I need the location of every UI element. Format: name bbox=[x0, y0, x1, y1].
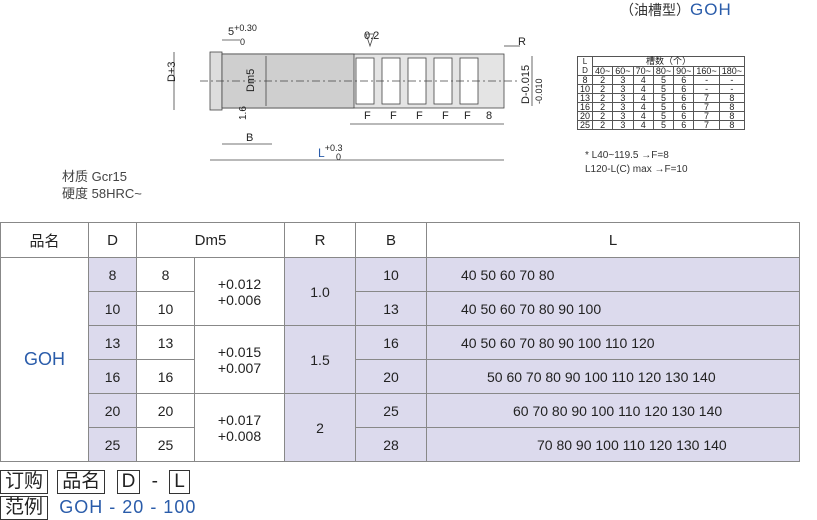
cell-l: 40 50 60 70 80 90 100 bbox=[426, 291, 800, 326]
cell-b: 25 bbox=[355, 393, 427, 428]
table-row: 20 20 +0.017+0.008 2 25 60 70 80 90 100 … bbox=[1, 393, 800, 462]
spec-header-row: 品名 D Dm5 R B L bbox=[0, 222, 800, 258]
dm5-tolerance: +0.015+0.007 bbox=[194, 325, 285, 394]
cell-r: 1.5 bbox=[284, 325, 356, 394]
product-code: GOH bbox=[0, 257, 89, 462]
order-example: 范例 GOH - 20 - 100 bbox=[0, 496, 196, 520]
cell-dm5: 16 bbox=[136, 359, 195, 394]
dim-5-label: 5+0.30 bbox=[228, 23, 257, 38]
cell-r: 1.0 bbox=[284, 257, 356, 326]
type-label: （油槽型） bbox=[620, 2, 690, 18]
header-b: B bbox=[355, 222, 427, 258]
order-format: 订购 品名 D - L bbox=[0, 470, 190, 494]
part-drawing bbox=[173, 33, 533, 161]
f-label-3: F bbox=[416, 110, 423, 122]
cell-b: 16 bbox=[355, 325, 427, 360]
note-line-2: L120-L(C) max →F=10 bbox=[585, 164, 688, 175]
type-title: （油槽型）GOH bbox=[620, 0, 732, 20]
dim-b-label: B bbox=[246, 132, 254, 144]
cell-d: 8 bbox=[88, 257, 137, 292]
type-code: GOH bbox=[690, 0, 732, 19]
dim-l-tol-lower: 0 bbox=[336, 152, 342, 162]
hardness-line: 硬度 58HRC~ bbox=[62, 186, 142, 201]
order-box-product: 品名 bbox=[57, 470, 106, 494]
cell-b: 10 bbox=[355, 257, 427, 292]
dim-r-label: R bbox=[518, 36, 526, 48]
f-label-5: F bbox=[464, 110, 471, 122]
dim-8-label: 8 bbox=[486, 110, 493, 122]
order-box-l: L bbox=[169, 470, 190, 494]
cell-dm5: 8 bbox=[136, 257, 195, 292]
table-row: 16 16 20 50 60 70 80 90 100 110 120 130 … bbox=[1, 359, 800, 394]
note-line-1: * L40~119.5 →F=8 bbox=[585, 150, 669, 161]
table-row: 13 13 +0.015+0.007 1.5 16 40 50 60 70 80… bbox=[1, 325, 800, 394]
cell-d: 25 bbox=[88, 427, 137, 462]
dim-16-label: 1.6 bbox=[238, 106, 249, 120]
dim-d-tol-label: D-0.015 bbox=[520, 64, 532, 104]
cell-d: 16 bbox=[88, 359, 137, 394]
cell-d: 20 bbox=[88, 393, 137, 428]
cell-l: 40 50 60 70 80 bbox=[426, 257, 800, 292]
cell-d: 13 bbox=[88, 325, 137, 360]
header-product: 品名 bbox=[0, 222, 89, 258]
dim-02-label: 0.2 bbox=[364, 30, 380, 42]
cell-r: 2 bbox=[284, 393, 356, 462]
table-row: 25 25 28 70 80 90 100 110 120 130 140 bbox=[1, 427, 800, 462]
surface-finish-mark bbox=[365, 33, 375, 48]
order-box-d: D bbox=[116, 470, 141, 494]
cell-dm5: 10 bbox=[136, 291, 195, 326]
cell-l: 40 50 60 70 80 90 100 110 120 bbox=[426, 325, 800, 360]
mini-title: 槽数（个） bbox=[592, 56, 745, 67]
f-label-1: F bbox=[364, 110, 371, 122]
header-r: R bbox=[284, 222, 356, 258]
dim-l-label: L+0.3 bbox=[318, 143, 343, 160]
order-label: 订购 bbox=[0, 470, 49, 494]
cell-dm5: 25 bbox=[136, 427, 195, 462]
dm5-tolerance: +0.017+0.008 bbox=[194, 393, 285, 462]
cell-b: 20 bbox=[355, 359, 427, 394]
f-label-2: F bbox=[390, 110, 397, 122]
example-label: 范例 bbox=[0, 496, 49, 520]
cell-b: 28 bbox=[355, 427, 427, 462]
dim-d-tol-upper: -0.010 bbox=[534, 78, 544, 104]
cell-l: 70 80 90 100 110 120 130 140 bbox=[426, 427, 800, 462]
dim-5-tol-lower: 0 bbox=[240, 37, 246, 47]
example-value: GOH - 20 - 100 bbox=[59, 497, 197, 517]
cell-b: 13 bbox=[355, 291, 427, 326]
table-row: GOH 8 8 +0.012+0.006 1.0 10 40 50 60 70 … bbox=[0, 257, 800, 462]
header-dm5: Dm5 bbox=[136, 222, 285, 258]
cell-l: 50 60 70 80 90 100 110 120 130 140 bbox=[426, 359, 800, 394]
cell-l: 60 70 80 90 100 110 120 130 140 bbox=[426, 393, 800, 428]
cell-d: 10 bbox=[88, 291, 137, 326]
header-d: D bbox=[88, 222, 137, 258]
cell-dm5: 20 bbox=[136, 393, 195, 428]
dim-d3-label: D+3 bbox=[166, 61, 178, 83]
order-dash: - bbox=[151, 471, 158, 492]
dm5-tolerance: +0.012+0.006 bbox=[194, 257, 285, 326]
header-l: L bbox=[426, 222, 800, 258]
table-row: 10 10 13 40 50 60 70 80 90 100 bbox=[1, 291, 800, 326]
spec-table: 品名 D Dm5 R B L GOH 8 8 +0.012+0.006 1.0 … bbox=[0, 222, 800, 462]
dim-dm5-label: Dm5 bbox=[245, 68, 257, 92]
cell-dm5: 13 bbox=[136, 325, 195, 360]
f-label-4: F bbox=[442, 110, 449, 122]
material-line: 材质 Gcr15 bbox=[62, 169, 128, 184]
